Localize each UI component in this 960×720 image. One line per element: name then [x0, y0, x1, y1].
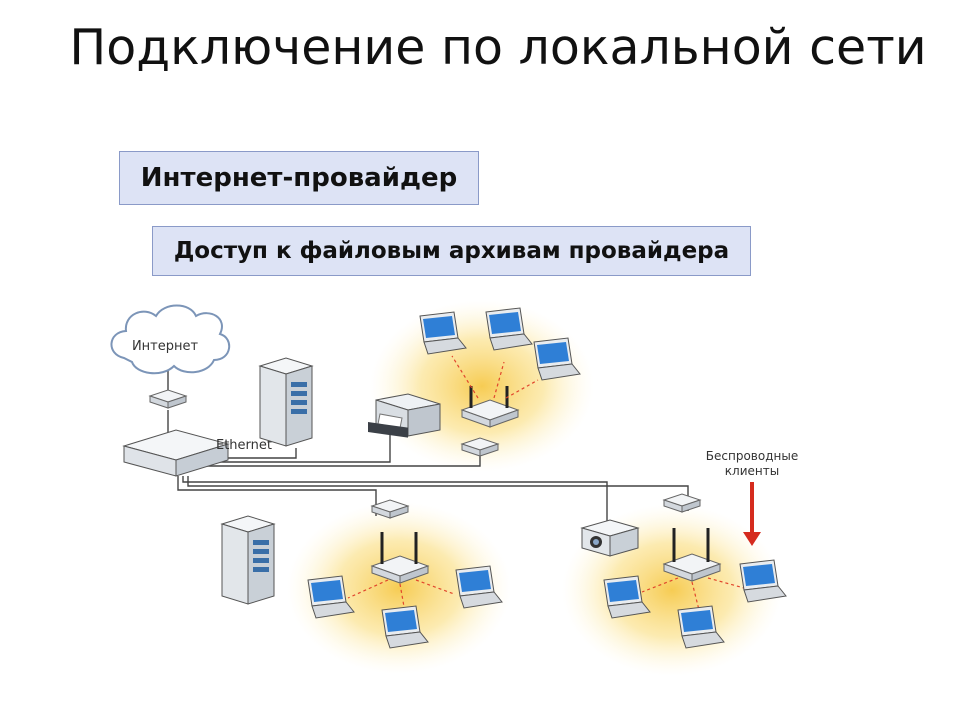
- ethernet-switch: [122, 429, 230, 477]
- wifi-links-bottom-right: [641, 577, 745, 615]
- printer: [368, 393, 441, 438]
- slide-title: Подключение по локальной сети: [69, 19, 927, 76]
- label-file-archive-access: Доступ к файловым архивам провайдера: [152, 226, 751, 276]
- wifi-zone-bottom-left: [287, 502, 511, 674]
- wifi-links-top: [451, 355, 539, 399]
- wireless-clients-label-line2: клиенты: [725, 464, 779, 478]
- internet-modem: [149, 389, 187, 409]
- projector: [580, 519, 640, 557]
- wireless-clients-arrow: [743, 482, 761, 546]
- server-bottom: [221, 515, 275, 605]
- label-internet-provider: Интернет-провайдер: [119, 151, 479, 205]
- network-diagram: Интернет Ethernet: [110, 300, 798, 676]
- router-bottom-right: [663, 528, 721, 582]
- ethernet-label: Ethernet: [216, 438, 272, 453]
- cloud-label: Интернет: [132, 339, 199, 354]
- router-bottom-left: [371, 532, 429, 584]
- server-top: [259, 357, 313, 447]
- wifi-links-bottom-left: [347, 579, 455, 619]
- internet-cloud: Интернет: [110, 304, 230, 375]
- wireless-clients-label-line1: Беспроводные: [706, 449, 798, 463]
